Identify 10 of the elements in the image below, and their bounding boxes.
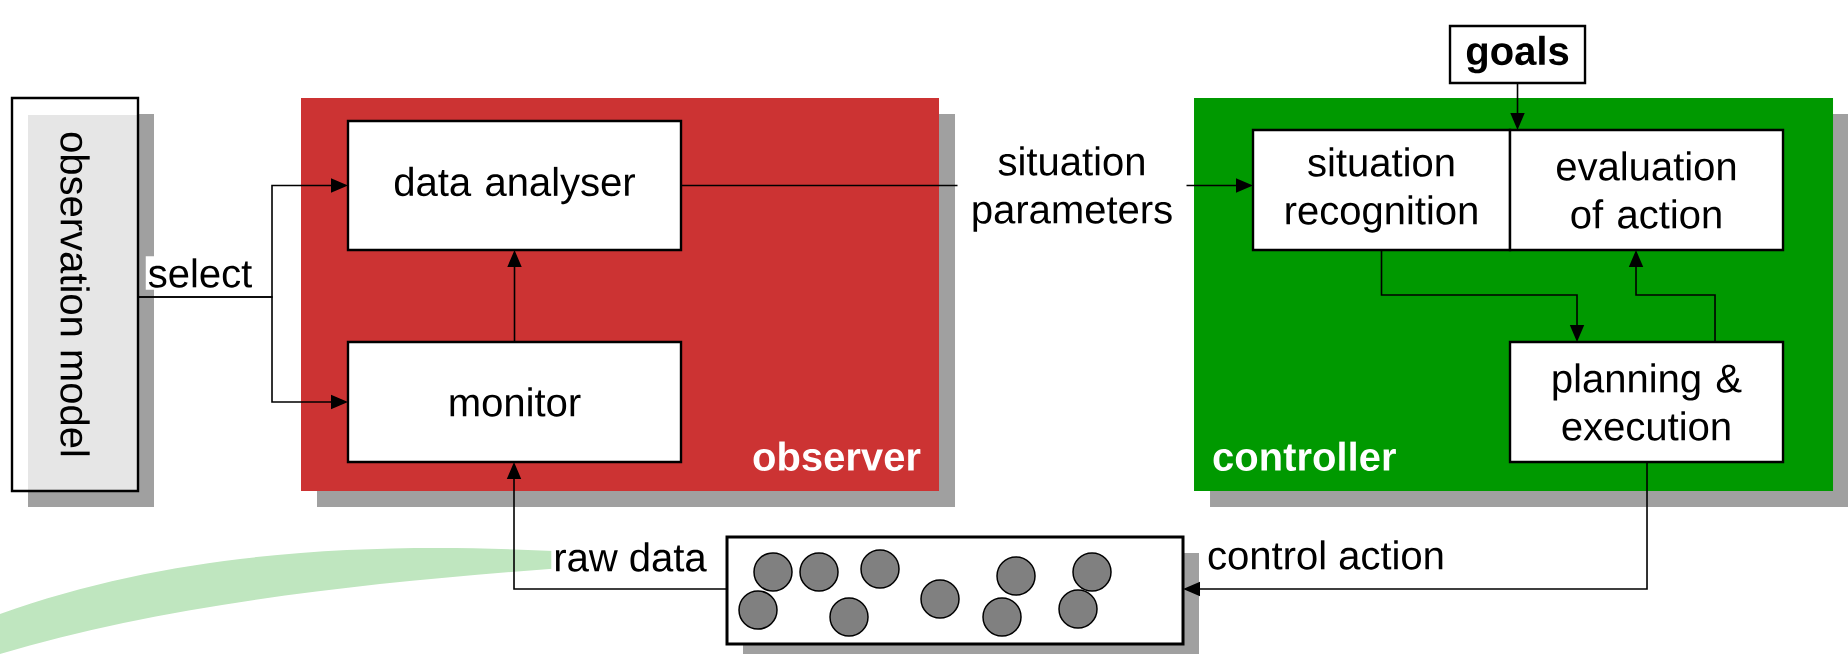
edge-label: raw data	[551, 540, 709, 574]
edge-label: control action	[1205, 538, 1447, 572]
process-box: evaluation of action	[1508, 128, 1785, 252]
process-box: monitor	[346, 340, 683, 464]
process-box: situation recognition	[1251, 128, 1512, 252]
process-box: planning & execution	[1508, 340, 1785, 464]
process-box: data analyser	[346, 119, 683, 252]
edge-label: select	[145, 256, 255, 290]
goals-box: goals	[1448, 24, 1587, 85]
edge-label: situation parameters	[957, 144, 1187, 234]
